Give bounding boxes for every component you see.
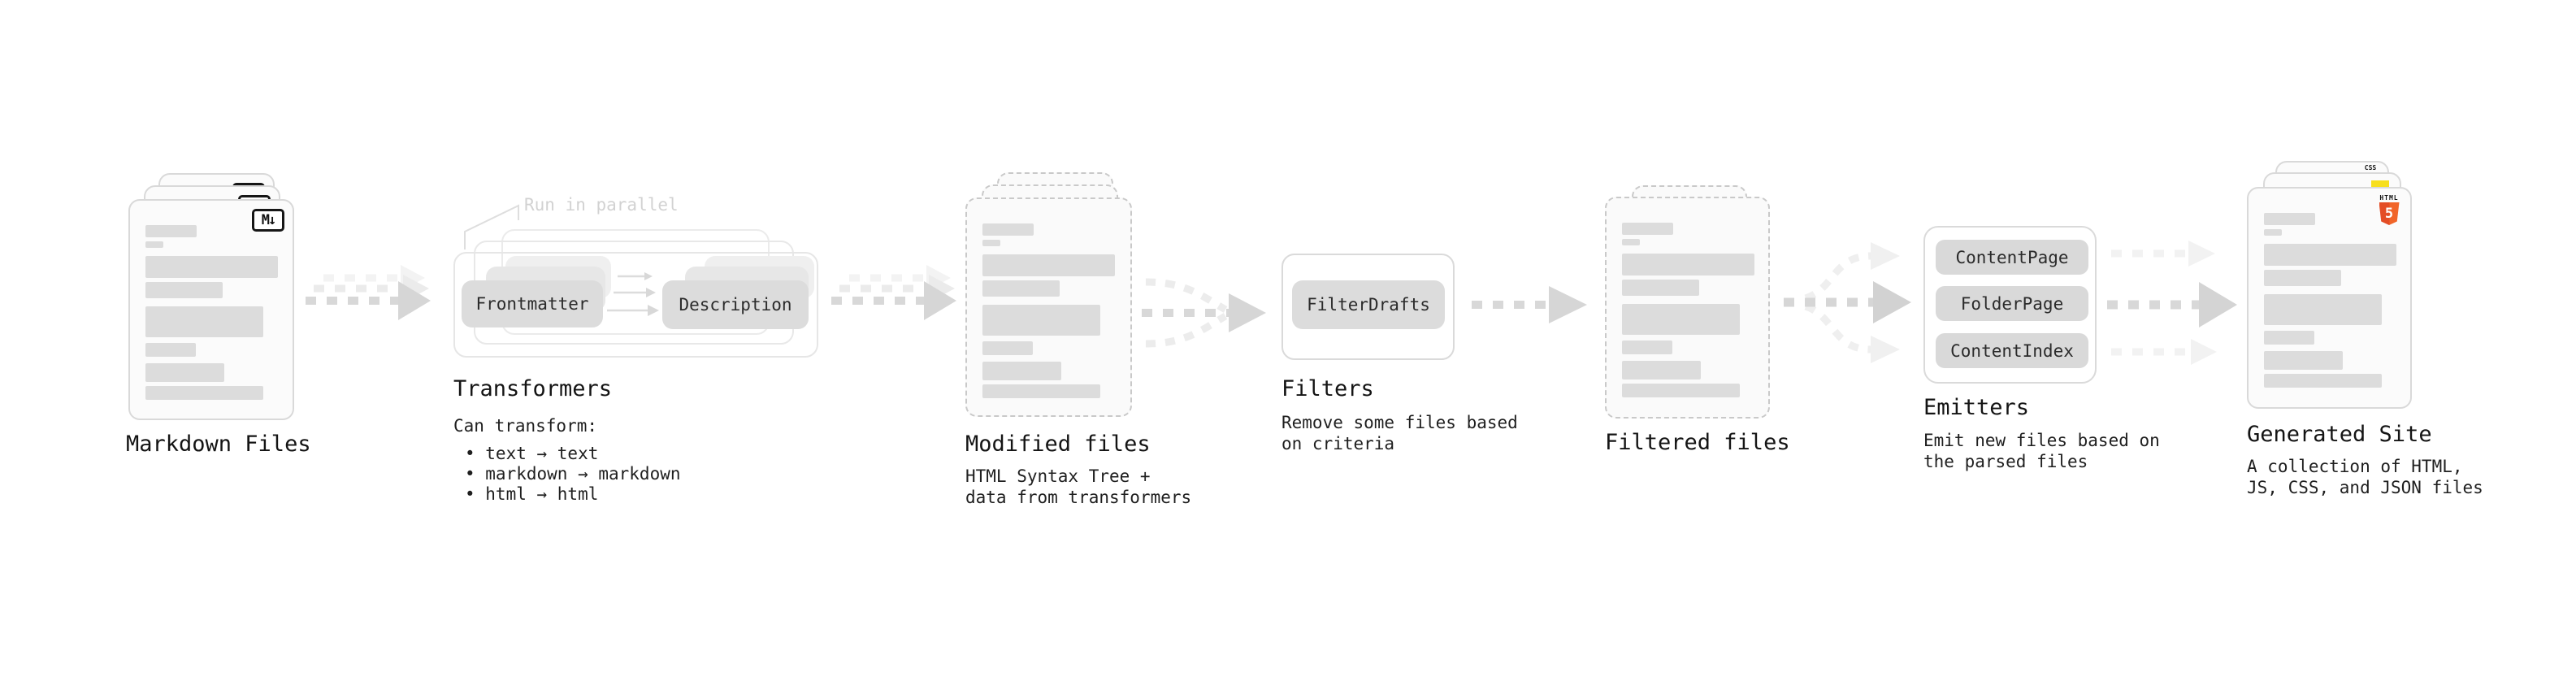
text-placeholder-bar	[1622, 280, 1699, 296]
stage-caption: HTML Syntax Tree + data from transformer…	[965, 466, 1192, 507]
transform-bullet: • markdown → markdown	[465, 464, 681, 484]
text-placeholder-bar	[2264, 374, 2382, 388]
html5-word: HTML	[2379, 194, 2399, 202]
text-placeholder-bar	[982, 305, 1100, 336]
js-icon	[2371, 180, 2389, 189]
transform-bullet: • text → text	[465, 444, 599, 463]
stage-title: Emitters	[1923, 395, 2030, 420]
text-placeholder-bar	[1622, 223, 1673, 235]
text-placeholder-bar	[145, 256, 278, 278]
stage-caption: A collection of HTML, JS, CSS, and JSON …	[2247, 457, 2483, 497]
text-placeholder-bar	[1622, 254, 1754, 275]
text-placeholder-bar	[982, 384, 1100, 398]
markdown-icon: M↓	[252, 209, 284, 232]
transform-bullet-list: • text → text • markdown → markdown • ht…	[465, 444, 681, 505]
text-placeholder-bar	[982, 280, 1060, 297]
stage-caption: Emit new files based on the parsed files	[1923, 431, 2160, 471]
flow-arrow-icon	[1472, 286, 1587, 323]
text-placeholder-bar	[145, 282, 223, 298]
stage-title: Markdown Files	[126, 432, 311, 457]
html5-icon: HTML 5	[2377, 194, 2401, 225]
transformer-step-frontmatter: Frontmatter	[462, 280, 603, 327]
stage-caption-heading: Can transform:	[453, 416, 598, 436]
parallel-step-arrows-icon	[607, 272, 659, 316]
text-placeholder-bar	[2264, 244, 2396, 266]
run-in-parallel-annotation: Run in parallel	[524, 195, 679, 215]
merge-arrow-icon	[1142, 278, 1266, 348]
text-placeholder-bar	[2264, 294, 2382, 325]
stage-title: Transformers	[453, 376, 613, 401]
transformer-group-front	[453, 252, 818, 358]
text-placeholder-bar	[2264, 331, 2314, 345]
text-placeholder-bar	[982, 254, 1115, 276]
text-placeholder-bar	[1622, 384, 1740, 397]
parallel-flow-arrows-icon	[2107, 241, 2237, 365]
transform-bullet: • html → html	[465, 484, 599, 504]
transformer-step-description: Description	[662, 280, 809, 329]
text-placeholder-bar	[1622, 304, 1740, 335]
html5-shield: 5	[2379, 202, 2400, 225]
stage-title: Filtered files	[1605, 430, 1790, 455]
emitter-step-contentpage: ContentPage	[1936, 240, 2088, 275]
text-placeholder-bar	[1622, 361, 1701, 380]
text-placeholder-bar	[982, 240, 1000, 246]
emitter-step-folderpage: FolderPage	[1936, 286, 2088, 321]
text-placeholder-bar	[145, 241, 163, 248]
split-arrow-icon	[1784, 242, 1911, 363]
text-placeholder-bar	[2264, 270, 2341, 286]
site-file-card-html: HTML 5	[2247, 187, 2412, 409]
text-placeholder-bar	[145, 386, 263, 400]
html5-number: 5	[2384, 206, 2394, 222]
text-placeholder-bar	[2264, 229, 2282, 236]
flow-arrow-icon	[306, 265, 431, 320]
text-placeholder-bar	[2264, 213, 2315, 225]
text-placeholder-bar	[145, 306, 263, 337]
modified-file-card-front	[965, 197, 1132, 417]
text-placeholder-bar	[145, 343, 196, 357]
text-placeholder-bar	[145, 363, 224, 382]
flow-arrow-icon	[831, 265, 956, 320]
text-placeholder-bar	[2264, 351, 2343, 370]
stage-title: Filters	[1281, 376, 1374, 401]
emitter-step-contentindex: ContentIndex	[1936, 333, 2088, 368]
text-placeholder-bar	[1622, 340, 1672, 354]
stage-title: Modified files	[965, 432, 1151, 457]
stage-title: Generated Site	[2247, 422, 2432, 447]
text-placeholder-bar	[1622, 239, 1640, 245]
text-placeholder-bar	[145, 225, 197, 237]
filtered-file-card-front	[1605, 197, 1770, 419]
annotation-bracket-line	[464, 204, 519, 249]
filter-step-filterdrafts: FilterDrafts	[1292, 280, 1445, 329]
css-badge-label: CSS	[2364, 164, 2377, 171]
markdown-file-card-front: M↓	[128, 199, 294, 420]
stage-caption: Remove some files based on criteria	[1281, 413, 1518, 453]
emitters-group-box: ContentPage FolderPage ContentIndex	[1923, 226, 2097, 384]
text-placeholder-bar	[982, 341, 1033, 355]
text-placeholder-bar	[982, 223, 1034, 236]
text-placeholder-bar	[982, 362, 1061, 380]
